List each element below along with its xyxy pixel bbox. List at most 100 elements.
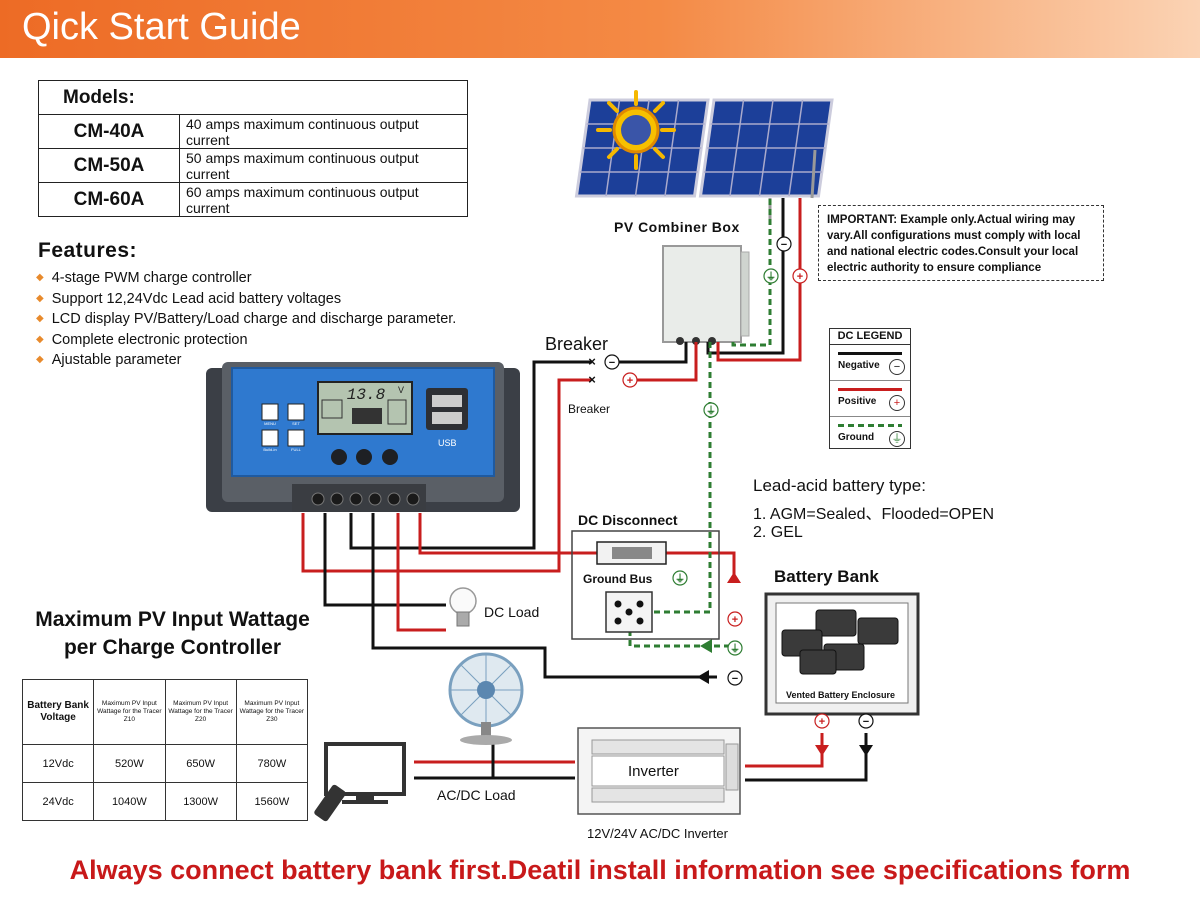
ground-bus-label: Ground Bus — [583, 572, 653, 586]
important-note: IMPORTANT: Example only.Actual wiring ma… — [818, 205, 1104, 281]
table-row: 12Vdc 520W 650W 780W — [21, 744, 309, 783]
footer-warning: Always connect battery bank first.Deatil… — [69, 855, 1131, 885]
legend-label: Positive — [838, 396, 877, 407]
wattage-title-line2: per Charge Controller — [63, 636, 282, 659]
legend-title: DC LEGEND — [830, 329, 910, 345]
features-title: Features: — [38, 239, 138, 262]
table-cell: 1300W — [164, 782, 237, 821]
table-cell: 650W — [164, 744, 237, 783]
positive-symbol-icon: + — [889, 395, 905, 411]
legend-label: Negative — [838, 360, 880, 371]
negative-line-swatch — [838, 352, 902, 355]
positive-symbol-icon — [814, 713, 830, 729]
ground-line-swatch — [838, 424, 902, 427]
pv-combiner-label: PV Combiner Box — [614, 219, 740, 235]
table-cell: 1040W — [93, 782, 166, 821]
table-cell: 780W — [235, 744, 309, 783]
list-item: Ajustable parameter — [36, 352, 456, 373]
battery-type-line1: 1. AGM=Sealed、Flooded=OPEN — [753, 506, 995, 523]
list-item: Complete electronic protection — [36, 332, 456, 353]
set-button-label: SET — [292, 421, 300, 426]
ground-symbol-icon — [703, 402, 719, 418]
legend-row: Negative − — [830, 345, 910, 381]
wattage-table: Battery Bank Voltage Maximum PV Input Wa… — [21, 679, 309, 821]
ground-symbol-icon: ⏚ — [730, 643, 740, 655]
header-cell: Maximum PV Input Wattage for the Tracer … — [93, 679, 166, 745]
negative-symbol-icon — [604, 354, 620, 370]
ground-symbol-icon — [672, 570, 688, 586]
positive-symbol-icon: + — [627, 375, 633, 387]
positive-symbol-icon: + — [732, 614, 738, 626]
model-desc: 50 amps maximum continuous output curren… — [179, 148, 468, 183]
battery-type-line2: 2. GEL — [753, 524, 803, 541]
terminal-symbols: − ⏚ + − + × × ⏚ ⏚ + ⏚ − + − — [588, 236, 874, 729]
ground-symbol-icon: ⏚ — [766, 271, 776, 283]
sun-icon — [596, 90, 676, 170]
ground-symbol-icon: ⏚ — [706, 405, 716, 417]
models-heading: Models: — [38, 80, 468, 115]
negative-symbol-icon: − — [781, 239, 787, 251]
battery-type-title: Lead-acid battery type: — [753, 476, 926, 495]
positive-line-swatch — [838, 388, 902, 391]
negative-symbol-icon: − — [609, 357, 615, 369]
arrows — [697, 572, 873, 756]
model-name: CM-60A — [38, 182, 180, 217]
ground-symbol-icon: ⏚ — [889, 431, 905, 447]
header-cell: Maximum PV Input Wattage for the Tracer … — [235, 679, 309, 745]
breaker-cross-icon: × — [588, 354, 596, 369]
solar-panels — [574, 98, 834, 225]
dc-disconnect-box — [571, 530, 720, 640]
table-cell: 520W — [93, 744, 166, 783]
model-name: CM-50A — [38, 148, 180, 183]
negative-symbol-icon: − — [863, 716, 869, 728]
battery-bank — [764, 592, 920, 716]
ground-symbol-icon: ⏚ — [675, 573, 685, 585]
page-title: Qick Start Guide — [22, 6, 301, 48]
ac-dc-load-label: AC/DC Load — [437, 787, 516, 803]
vented-enclosure-label: Vented Battery Enclosure — [786, 690, 896, 700]
table-cell: 24Vdc — [21, 782, 95, 821]
inverter-label: Inverter — [628, 763, 679, 780]
light-bulb-icon — [449, 587, 477, 627]
negative-symbol-icon: − — [732, 673, 738, 685]
list-item: 4-stage PWM charge controller — [36, 270, 456, 291]
inverter-box — [577, 727, 741, 815]
breaker-cross-icon: × — [588, 372, 596, 387]
table-header-row: Battery Bank Voltage Maximum PV Input Wa… — [21, 679, 309, 745]
pv-combiner-box — [662, 245, 750, 345]
list-item: LCD display PV/Battery/Load charge and d… — [36, 311, 457, 332]
fan-icon — [448, 652, 524, 745]
breaker-label: Breaker — [545, 334, 609, 354]
buildin-label: Build-in — [263, 447, 276, 452]
positive-symbol-icon — [622, 372, 638, 388]
legend-row: Positive + — [830, 381, 910, 417]
positive-symbol-icon — [792, 268, 808, 284]
wires — [301, 198, 868, 782]
positive-symbol-icon: + — [797, 271, 803, 283]
remote-control-icon — [314, 784, 346, 822]
ground-symbol-icon — [763, 268, 779, 284]
negative-symbol-icon — [727, 670, 743, 686]
wattage-title-line1: Maximum PV Input Wattage — [35, 608, 310, 631]
header-cell: Maximum PV Input Wattage for the Tracer … — [164, 679, 237, 745]
lcd-value: 13.8 — [347, 386, 386, 404]
table-cell: 1560W — [235, 782, 309, 821]
positive-symbol-icon: + — [819, 716, 825, 728]
wattage-title: Maximum PV Input Wattage per Charge Cont… — [0, 606, 345, 662]
tv-icon — [324, 742, 406, 804]
model-desc: 60 amps maximum continuous output curren… — [179, 182, 468, 217]
menu-button-label: MENU — [264, 421, 276, 426]
inverter-caption: 12V/24V AC/DC Inverter — [587, 826, 728, 841]
table-cell: 12Vdc — [21, 744, 95, 783]
ground-symbol-icon — [727, 640, 743, 656]
negative-symbol-icon — [776, 236, 792, 252]
legend-label: Ground — [838, 432, 875, 443]
battery-bank-label: Battery Bank — [774, 567, 879, 586]
lcd-unit: V — [398, 385, 404, 395]
header-banner: Qick Start Guide — [0, 0, 1200, 58]
